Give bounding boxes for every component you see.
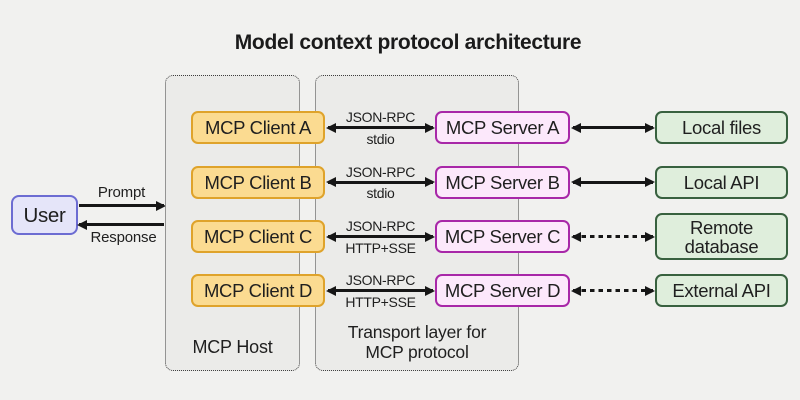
protocol-label: JSON-RPC [345,163,416,180]
response-arrow [79,223,164,226]
mcp-server-b-box: MCP Server B [435,165,570,199]
protocol-label: JSON-RPC [345,109,416,125]
channel-label: stdio [366,130,395,147]
prompt-arrow [79,204,164,207]
resource-box-local-files: Local files [655,111,788,144]
transport-layer-label-line1: Transport layer for [347,322,487,342]
server-resource-arrow-dashed [573,235,653,238]
mcp-server-c-box: MCP Server C [435,220,570,253]
resource-box-external-api: External API [655,274,788,307]
resource-label: Remote database [684,216,759,257]
channel-label: HTTP+SSE [345,293,416,310]
resource-label: Local files [682,117,761,138]
mcp-client-c-box: MCP Client C [191,220,325,253]
client-server-arrow [328,289,433,292]
mcp-client-d-label: MCP Client D [203,280,313,301]
resource-box-local-api: Local API [655,165,788,199]
client-server-arrow [328,126,433,129]
prompt-label: Prompt [97,184,146,201]
server-resource-arrow-dashed [573,289,653,292]
client-server-arrow [328,235,433,238]
mcp-server-d-box: MCP Server D [435,274,570,307]
mcp-client-b-box: MCP Client B [191,165,325,199]
mcp-host-label: MCP Host [192,337,273,357]
mcp-server-d-label: MCP Server D [444,280,561,301]
user-box: User [11,195,78,235]
mcp-client-d-box: MCP Client D [191,274,325,307]
mcp-client-c-label: MCP Client C [203,226,313,247]
resource-label: Local API [683,171,760,193]
protocol-label: JSON-RPC [345,218,416,234]
mcp-server-a-box: MCP Server A [435,111,570,144]
mcp-server-c-label: MCP Server C [444,226,561,247]
diagram-title: Model context protocol architecture [234,31,582,54]
mcp-client-b-label: MCP Client B [204,171,312,193]
mcp-server-b-label: MCP Server B [445,171,560,193]
resource-label: External API [672,280,771,301]
server-resource-arrow [573,126,653,129]
client-server-arrow [328,180,433,184]
resource-box-remote-database: Remote database [655,213,788,260]
mcp-client-a-box: MCP Client A [191,111,325,144]
protocol-label: JSON-RPC [345,272,416,288]
transport-layer-label: Transport layer for MCP protocol [315,322,519,362]
server-resource-arrow [573,180,653,184]
channel-label: HTTP+SSE [345,239,416,256]
mcp-server-a-label: MCP Server A [445,117,560,138]
response-label: Response [90,229,157,246]
mcp-client-a-label: MCP Client A [204,117,312,138]
channel-label: stdio [366,185,395,201]
user-label: User [23,203,66,227]
transport-layer-label-line2: MCP protocol [365,342,469,362]
